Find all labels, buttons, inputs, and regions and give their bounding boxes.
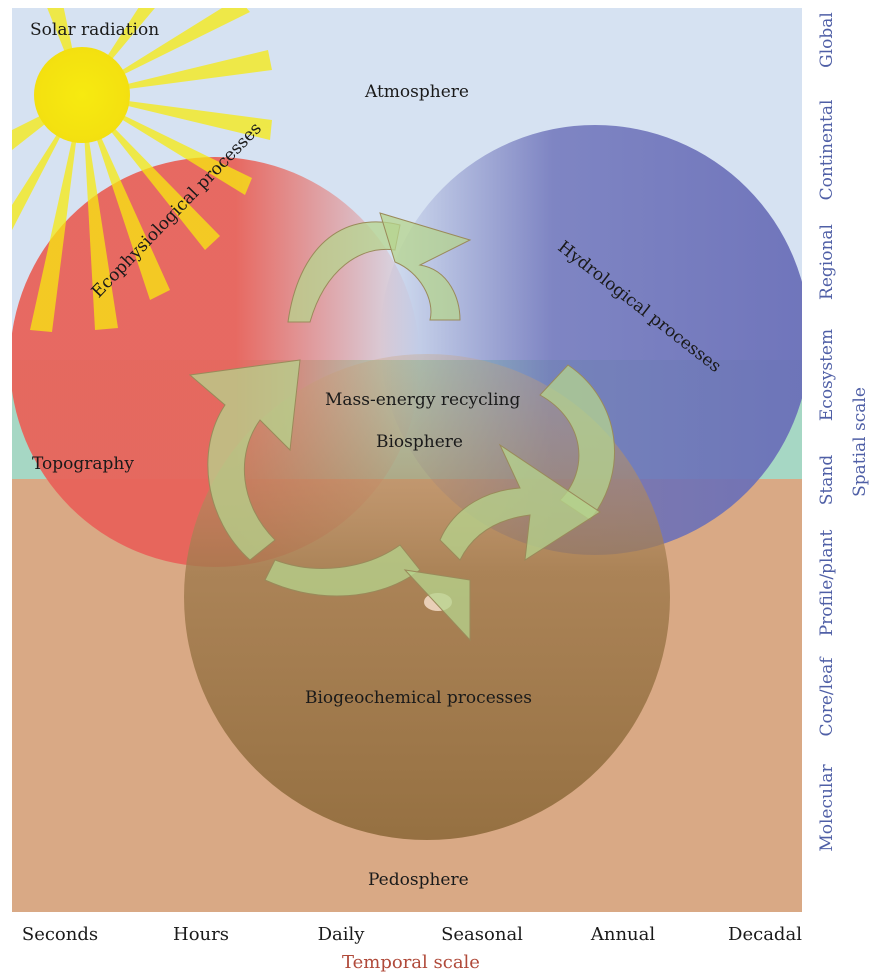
arrow-right	[539, 364, 616, 521]
arrow-top-head	[379, 212, 472, 321]
recycling-arrows	[188, 212, 616, 642]
spatial-axis-title: Spatial scale	[850, 387, 870, 497]
temporal-tick-hours: Hours	[173, 924, 229, 945]
temporal-tick-decadal: Decadal	[728, 924, 802, 945]
temporal-tick-annual: Annual	[590, 924, 656, 945]
spatial-tick-molecular: Molecular	[817, 764, 837, 852]
spatial-tick-profile-plant: Profile/plant	[817, 529, 837, 637]
topography-label: Topography	[32, 454, 134, 474]
spatial-tick-core-leaf: Core/leaf	[817, 657, 837, 737]
spatial-tick-stand: Stand	[817, 454, 837, 506]
arrow-left	[188, 359, 301, 561]
arrow-down-head	[403, 569, 471, 642]
spatial-tick-regional: Regional	[817, 224, 837, 300]
spatial-tick-ecosystem: Ecosystem	[817, 328, 837, 422]
temporal-axis-title: Temporal scale	[342, 952, 480, 973]
biosphere-label: Biosphere	[376, 432, 463, 452]
solar-radiation-label: Solar radiation	[30, 20, 160, 40]
spatial-tick-global: Global	[817, 12, 837, 68]
temporal-tick-daily: Daily	[317, 924, 365, 945]
sun	[34, 47, 130, 143]
mass-energy-label: Mass-energy recycling	[325, 390, 521, 410]
arrow-bottom	[264, 544, 421, 597]
arrow-right-head	[439, 443, 601, 561]
temporal-tick-seasonal: Seasonal	[441, 924, 523, 945]
biogeochemical-label: Biogeochemical processes	[305, 688, 532, 708]
pedosphere-label: Pedosphere	[368, 870, 469, 890]
atmosphere-label: Atmosphere	[365, 82, 469, 102]
temporal-tick-seconds: Seconds	[21, 924, 99, 945]
spatial-tick-continental: Continental	[817, 99, 837, 201]
